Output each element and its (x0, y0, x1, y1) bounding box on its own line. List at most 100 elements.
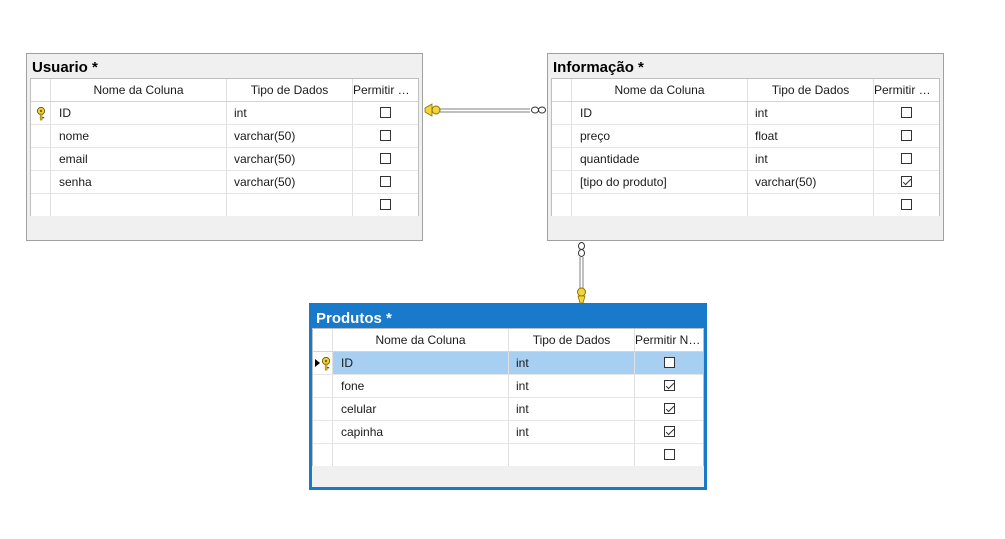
allow-nulls-checkbox[interactable] (380, 130, 391, 142)
allow-nulls-checkbox[interactable] (901, 199, 912, 211)
data-type-cell[interactable]: varchar(50) (227, 148, 353, 170)
allow-nulls-checkbox[interactable] (663, 380, 675, 392)
allow-nulls-checkbox[interactable] (380, 153, 391, 165)
row-selector[interactable] (31, 125, 51, 147)
column-name-cell[interactable]: [tipo do produto] (572, 171, 748, 193)
row-selector[interactable] (552, 102, 572, 124)
table-row[interactable] (313, 444, 703, 467)
allow-nulls-checkbox[interactable] (901, 130, 912, 142)
data-type-cell[interactable]: varchar(50) (748, 171, 874, 193)
row-selector[interactable] (313, 444, 333, 466)
data-type-cell[interactable]: int (509, 421, 635, 443)
row-selector[interactable] (552, 171, 572, 193)
column-name-cell[interactable]: ID (572, 102, 748, 124)
column-name-cell[interactable]: celular (333, 398, 509, 420)
data-type-cell[interactable]: int (748, 148, 874, 170)
data-type-cell[interactable]: int (509, 398, 635, 420)
row-selector[interactable] (313, 398, 333, 420)
row-selector[interactable] (313, 352, 333, 374)
column-name-cell[interactable]: ID (333, 352, 509, 374)
row-selector[interactable] (313, 375, 333, 397)
row-selector[interactable] (552, 194, 572, 216)
row-selector-header (552, 79, 572, 101)
row-selector[interactable] (313, 421, 333, 443)
relationship-infinity-icon (578, 242, 585, 257)
data-type-cell[interactable]: int (509, 375, 635, 397)
allow-nulls-checkbox[interactable] (663, 449, 675, 461)
data-type-cell[interactable] (509, 444, 635, 466)
row-selector-header (313, 329, 333, 351)
allow-nulls-checkbox[interactable] (663, 426, 675, 438)
column-name-cell[interactable] (572, 194, 748, 216)
column-name-cell[interactable] (333, 444, 509, 466)
column-header-type[interactable]: Tipo de Dados (509, 329, 635, 351)
allow-nulls-checkbox[interactable] (901, 153, 912, 165)
allow-nulls-checkbox[interactable] (380, 199, 391, 211)
column-header-name[interactable]: Nome da Coluna (51, 79, 227, 101)
column-name-cell[interactable]: senha (51, 171, 227, 193)
column-name-cell[interactable]: capinha (333, 421, 509, 443)
column-name-cell[interactable]: ID (51, 102, 227, 124)
table-row[interactable]: [tipo do produto]varchar(50) (552, 171, 939, 194)
data-type-cell[interactable] (748, 194, 874, 216)
column-header-nullable[interactable]: Permitir Nul... (874, 83, 939, 97)
row-selector[interactable] (31, 148, 51, 170)
row-selector[interactable] (31, 171, 51, 193)
column-header-nullable[interactable]: Permitir Nul... (635, 333, 703, 347)
column-header-type[interactable]: Tipo de Dados (748, 79, 874, 101)
data-type-cell[interactable]: int (509, 352, 635, 374)
column-header-nullable[interactable]: Permitir Nul... (353, 83, 418, 97)
column-name-cell[interactable]: quantidade (572, 148, 748, 170)
relationship-usuario-informacao[interactable] (424, 103, 546, 117)
data-type-cell[interactable]: float (748, 125, 874, 147)
allow-nulls-checkbox[interactable] (380, 176, 391, 188)
relationship-informacao-produtos[interactable] (577, 242, 586, 304)
data-type-cell[interactable]: varchar(50) (227, 125, 353, 147)
table-title[interactable]: Usuario * (32, 59, 98, 76)
allow-nulls-checkbox[interactable] (380, 107, 391, 119)
table-title[interactable]: Produtos * (316, 310, 392, 327)
row-selector[interactable] (552, 125, 572, 147)
allow-nulls-checkbox[interactable] (901, 107, 912, 119)
data-type-cell[interactable]: int (748, 102, 874, 124)
data-type-cell[interactable]: varchar(50) (227, 171, 353, 193)
table-row[interactable] (552, 194, 939, 217)
column-name-cell[interactable]: preço (572, 125, 748, 147)
row-selector[interactable] (31, 194, 51, 216)
column-name-cell[interactable]: fone (333, 375, 509, 397)
table-row[interactable] (31, 194, 418, 217)
allow-nulls-checkbox[interactable] (663, 403, 675, 415)
allow-nulls-cell (635, 375, 703, 397)
column-header-type[interactable]: Tipo de Dados (227, 79, 353, 101)
column-name-cell[interactable] (51, 194, 227, 216)
column-header-name[interactable]: Nome da Coluna (572, 79, 748, 101)
row-selector[interactable] (31, 102, 51, 124)
data-type-cell[interactable]: int (227, 102, 353, 124)
column-header-name[interactable]: Nome da Coluna (333, 329, 509, 351)
column-name-cell[interactable]: nome (51, 125, 227, 147)
data-type-cell[interactable] (227, 194, 353, 216)
current-row-arrow-icon (315, 359, 320, 367)
allow-nulls-checkbox[interactable] (663, 357, 675, 369)
row-selector[interactable] (552, 148, 572, 170)
column-name-cell[interactable]: email (51, 148, 227, 170)
allow-nulls-cell (874, 102, 939, 124)
allow-nulls-checkbox[interactable] (901, 176, 912, 188)
table-title[interactable]: Informação * (553, 59, 644, 76)
